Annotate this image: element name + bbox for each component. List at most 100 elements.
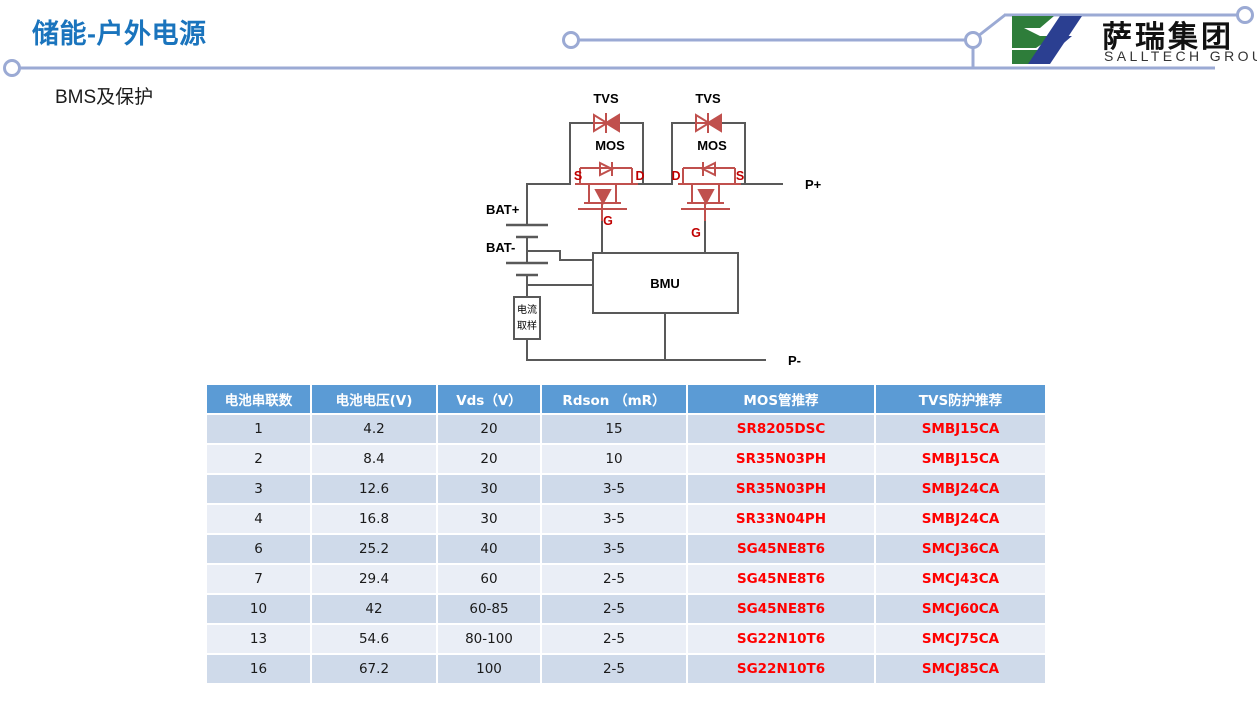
- section-subtitle: BMS及保护: [55, 87, 154, 108]
- cell-battery-voltage: 8.4: [311, 444, 438, 475]
- cell-tvs-part: SMCJ43CA: [875, 564, 1045, 595]
- cell-battery-voltage: 67.2: [311, 654, 438, 685]
- deco-right-node-icon: [964, 31, 982, 49]
- deco-left-node-icon: [3, 59, 21, 77]
- cell-rdson: 2-5: [541, 594, 688, 625]
- cell-mos-part: SG45NE8T6: [687, 594, 876, 625]
- label-mos-right-source: S: [736, 169, 744, 183]
- table-row: 13 54.6 80-100 2-5 SG22N10T6 SMCJ75CA: [207, 624, 1045, 655]
- column-header-tvs-recommend: TVS防护推荐: [875, 385, 1045, 415]
- table-row: 6 25.2 40 3-5 SG45NE8T6 SMCJ36CA: [207, 534, 1045, 565]
- circuit-wires: [513, 122, 783, 361]
- header-decoration: [3, 6, 1254, 77]
- cell-battery-voltage: 54.6: [311, 624, 438, 655]
- label-shunt-line2: 取样: [517, 319, 537, 332]
- cell-vds: 20: [437, 414, 542, 445]
- cell-vds: 60: [437, 564, 542, 595]
- cell-battery-voltage: 12.6: [311, 474, 438, 505]
- tvs-left-icon: [593, 113, 620, 133]
- column-header-mos-recommend: MOS管推荐: [687, 385, 876, 415]
- cell-rdson: 3-5: [541, 534, 688, 565]
- label-tvs-left: TVS: [593, 91, 619, 106]
- table-row: 3 12.6 30 3-5 SR35N03PH SMBJ24CA: [207, 474, 1045, 505]
- mosfet-left-icon: [575, 161, 638, 221]
- battery-symbol: [506, 223, 548, 277]
- cell-battery-voltage: 16.8: [311, 504, 438, 535]
- cell-series-count: 2: [207, 444, 312, 475]
- label-bat-minus: BAT-: [486, 240, 515, 255]
- table-row: 2 8.4 20 10 SR35N03PH SMBJ15CA: [207, 444, 1045, 475]
- cell-rdson: 2-5: [541, 624, 688, 655]
- cell-series-count: 16: [207, 654, 312, 685]
- cell-vds: 30: [437, 474, 542, 505]
- cell-rdson: 2-5: [541, 654, 688, 685]
- cell-series-count: 7: [207, 564, 312, 595]
- logo-english-name: SALLTECH GROUP: [1104, 48, 1257, 64]
- label-mos-left-source: S: [574, 169, 582, 183]
- bms-circuit-diagram: TVS TVS MOS MOS BAT+ BAT- P+ P- BMU S D …: [460, 85, 860, 375]
- label-mos-left-drain: D: [635, 169, 644, 183]
- cell-vds: 40: [437, 534, 542, 565]
- cell-mos-part: SG22N10T6: [687, 654, 876, 685]
- column-header-rdson: Rdson （mR）: [541, 385, 688, 415]
- cell-rdson: 3-5: [541, 474, 688, 505]
- cell-tvs-part: SMBJ15CA: [875, 444, 1045, 475]
- cell-vds: 60-85: [437, 594, 542, 625]
- cell-rdson: 2-5: [541, 564, 688, 595]
- cell-mos-part: SG45NE8T6: [687, 534, 876, 565]
- table-row: 4 16.8 30 3-5 SR33N04PH SMBJ24CA: [207, 504, 1045, 535]
- table-body: 1 4.2 20 15 SR8205DSC SMBJ15CA 2 8.4 20 …: [207, 414, 1045, 685]
- cell-vds: 100: [437, 654, 542, 685]
- tvs-right-icon: [695, 113, 722, 133]
- cell-rdson: 3-5: [541, 504, 688, 535]
- cell-tvs-part: SMBJ24CA: [875, 474, 1045, 505]
- cell-series-count: 13: [207, 624, 312, 655]
- table-header-row: 电池串联数 电池电压(V) Vds（V） Rdson （mR） MOS管推荐 T…: [207, 385, 1045, 415]
- table-row: 10 42 60-85 2-5 SG45NE8T6 SMCJ60CA: [207, 594, 1045, 625]
- label-bmu: BMU: [650, 276, 680, 291]
- label-mos-left-gate: G: [603, 214, 613, 228]
- mos-tvs-selection-table: 电池串联数 电池电压(V) Vds（V） Rdson （mR） MOS管推荐 T…: [207, 385, 1045, 685]
- cell-battery-voltage: 4.2: [311, 414, 438, 445]
- page-header: 储能-户外电源 萨瑞集团 SALLTECH GROUP: [0, 0, 1257, 90]
- cell-mos-part: SR35N03PH: [687, 474, 876, 505]
- cell-tvs-part: SMCJ60CA: [875, 594, 1045, 625]
- table-row: 7 29.4 60 2-5 SG45NE8T6 SMCJ43CA: [207, 564, 1045, 595]
- cell-battery-voltage: 42: [311, 594, 438, 625]
- label-p-plus: P+: [805, 177, 822, 192]
- cell-tvs-part: SMBJ15CA: [875, 414, 1045, 445]
- cell-tvs-part: SMBJ24CA: [875, 504, 1045, 535]
- cell-mos-part: SG22N10T6: [687, 624, 876, 655]
- cell-series-count: 6: [207, 534, 312, 565]
- cell-tvs-part: SMCJ36CA: [875, 534, 1045, 565]
- cell-series-count: 1: [207, 414, 312, 445]
- label-shunt-line1: 电流: [517, 303, 537, 316]
- salltech-logo-mark-icon: [1012, 16, 1082, 64]
- label-mos-left: MOS: [595, 138, 625, 153]
- cell-rdson: 10: [541, 444, 688, 475]
- label-mos-right-drain: D: [671, 169, 680, 183]
- cell-mos-part: SR35N03PH: [687, 444, 876, 475]
- cell-mos-part: SR33N04PH: [687, 504, 876, 535]
- column-header-battery-voltage: 电池电压(V): [311, 385, 438, 415]
- cell-vds: 30: [437, 504, 542, 535]
- table-row: 16 67.2 100 2-5 SG22N10T6 SMCJ85CA: [207, 654, 1045, 685]
- cell-tvs-part: SMCJ85CA: [875, 654, 1045, 685]
- page-title: 储能-户外电源: [32, 19, 207, 49]
- cell-mos-part: SG45NE8T6: [687, 564, 876, 595]
- column-header-vds: Vds（V）: [437, 385, 542, 415]
- cell-rdson: 15: [541, 414, 688, 445]
- mosfet-right-icon: [678, 161, 741, 221]
- label-bat-plus: BAT+: [486, 202, 520, 217]
- cell-series-count: 10: [207, 594, 312, 625]
- cell-tvs-part: SMCJ75CA: [875, 624, 1045, 655]
- cell-vds: 80-100: [437, 624, 542, 655]
- logo-chinese-name: 萨瑞集团: [1102, 20, 1234, 55]
- cell-mos-part: SR8205DSC: [687, 414, 876, 445]
- label-p-minus: P-: [788, 353, 801, 368]
- cell-battery-voltage: 29.4: [311, 564, 438, 595]
- label-mos-right: MOS: [697, 138, 727, 153]
- cell-vds: 20: [437, 444, 542, 475]
- cell-series-count: 4: [207, 504, 312, 535]
- deco-mid-node-icon: [562, 31, 580, 49]
